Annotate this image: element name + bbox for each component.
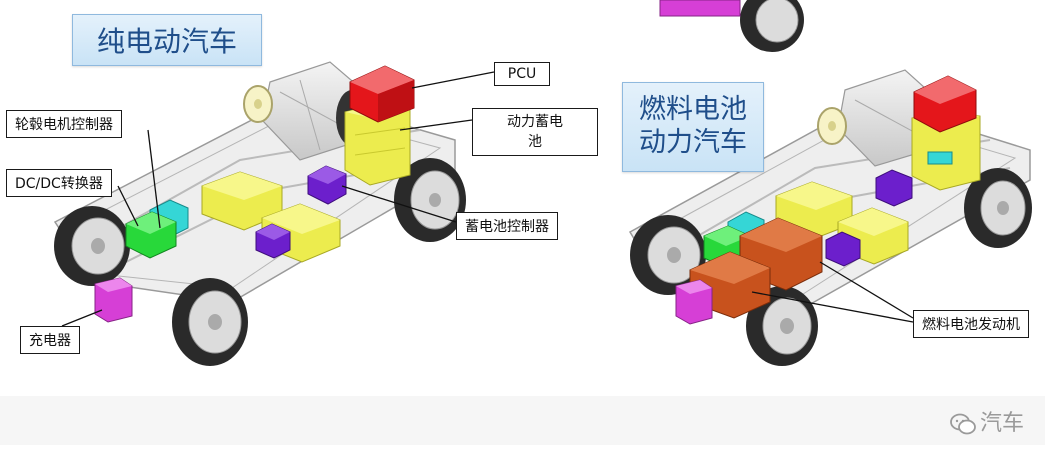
- watermark-bar: [0, 396, 1045, 445]
- watermark: 汽车: [950, 405, 1024, 437]
- wechat-icon: [950, 413, 976, 435]
- fc-pcu-block: [913, 75, 977, 133]
- label-fuel-cell-engine: 燃料电池发动机: [913, 310, 1029, 338]
- ev-wheel-rear-left: [54, 206, 130, 286]
- fc-title-line2: 动力汽车: [639, 127, 747, 158]
- ev-wheel-front-right: [394, 158, 466, 242]
- label-pcu: PCU: [494, 62, 550, 86]
- label-battery-line2: 池: [528, 134, 542, 150]
- fc-title: 燃料电池 动力汽车: [622, 82, 764, 172]
- fc-fuel-cell-stack: [689, 217, 823, 319]
- ev-wheel-controller-block: [125, 211, 177, 259]
- label-wheel-controller: 轮毂电机控制器: [6, 110, 122, 138]
- ev-battery-pack-mid: [201, 171, 283, 231]
- fc-purple-block-1: [875, 169, 913, 207]
- fc-charger-block: [675, 279, 713, 325]
- fc-purple-block-2: [825, 231, 861, 267]
- ev-pcu-block: [349, 65, 415, 123]
- label-dcdc: DC/DC转换器: [6, 169, 112, 197]
- label-battery: 动力蓄电 池: [472, 108, 598, 156]
- fc-title-line1: 燃料电池: [639, 94, 747, 126]
- watermark-text: 汽车: [980, 411, 1025, 436]
- label-charger: 充电器: [20, 326, 80, 354]
- fc-wheel-front-right: [964, 168, 1032, 248]
- ev-leader-lines: [61, 71, 495, 327]
- label-battery-controller: 蓄电池控制器: [456, 212, 558, 240]
- fc-leader-lines: [751, 261, 914, 323]
- fc-wheel-rear-right: [746, 286, 818, 366]
- ev-battery-controller-block: [307, 165, 347, 205]
- label-battery-line1: 动力蓄电: [507, 114, 563, 130]
- ev-wheel-rear-right: [172, 278, 248, 366]
- fc-wheel-top-partial: [659, 0, 804, 52]
- ev-title: 纯电动汽车: [72, 14, 262, 66]
- ev-charger-block: [94, 277, 133, 323]
- fc-wheel-rear-left: [630, 215, 706, 295]
- ev-purple-block-2: [255, 223, 291, 259]
